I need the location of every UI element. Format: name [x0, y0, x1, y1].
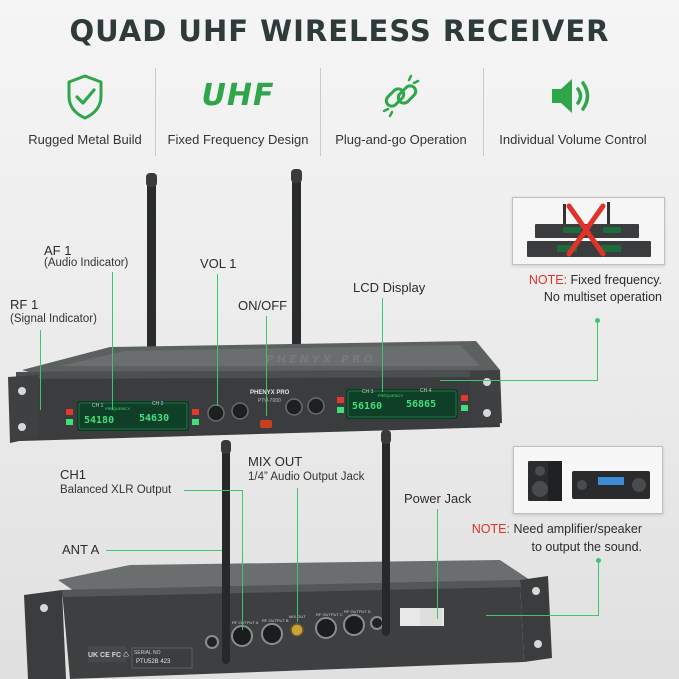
- serial-label: SERIAL NO: [134, 650, 161, 656]
- inset-multiset-crossed: [512, 197, 665, 265]
- lcd-frequency: 56865: [406, 399, 437, 410]
- callout-rf1: RF 1: [10, 297, 39, 312]
- svg-text:PHENYX PRO: PHENYX PRO: [265, 353, 377, 366]
- back-port-label: RF OUTPUT D: [344, 609, 371, 614]
- front-note-line2: No multiset operation: [543, 290, 662, 304]
- feature-rugged-metal-build: Rugged Metal Build: [18, 70, 152, 160]
- callout-line: [597, 320, 598, 380]
- chain-link-icon: [379, 74, 423, 123]
- callout-power-jack: Power Jack: [404, 491, 472, 506]
- callout-line: [266, 316, 267, 416]
- inset-amplifier-speaker: [513, 446, 663, 514]
- ch-label: CH 3: [362, 389, 374, 395]
- callout-dot: [595, 318, 600, 323]
- receiver-back-illustration: [24, 430, 552, 679]
- feature-label: Fixed Frequency Design: [167, 132, 309, 147]
- callout-line: [40, 330, 41, 410]
- shield-check-icon: [65, 74, 105, 125]
- device-model: PTU-7000: [258, 398, 281, 404]
- callout-af1: AF 1: [44, 243, 72, 258]
- serial-value: PTU52B 423: [136, 659, 171, 665]
- callout-line: [184, 490, 242, 491]
- note-text: Need amplifier/speaker: [509, 522, 642, 536]
- callout-line: [112, 272, 113, 410]
- lcd-frequency: 56160: [352, 401, 383, 412]
- cert-marks: UK CE FC ♺: [88, 652, 130, 659]
- divider: [155, 68, 156, 156]
- divider: [483, 68, 484, 156]
- lcd-caption: FREQUENCY: [378, 393, 404, 398]
- callout-mix-out: MIX OUT: [248, 454, 303, 469]
- callout-line: [440, 380, 598, 381]
- callout-ch1: CH1: [60, 467, 87, 482]
- lcd-frequency: 54180: [84, 415, 115, 426]
- callout-ch1-sub: Balanced XLR Output: [60, 484, 172, 496]
- feature-label: Rugged Metal Build: [28, 132, 142, 147]
- receiver-front-illustration: PHENYX PRO: [8, 169, 502, 443]
- ch-label: CH 1: [92, 403, 104, 409]
- lcd-frequency: 54630: [139, 413, 170, 424]
- callout-on-off: ON/OFF: [238, 298, 288, 313]
- page-title: QUAD UHF WIRELESS RECEIVER: [69, 14, 610, 48]
- back-port-label: RF OUTPUT B: [262, 618, 289, 623]
- callout-mix-out-sub: 1/4” Audio Output Jack: [248, 471, 365, 483]
- callout-line: [106, 550, 222, 551]
- callout-ant-a: ANT A: [62, 542, 100, 557]
- callout-rf1-sub: (Signal Indicator): [10, 313, 97, 325]
- feature-fixed-frequency: UHF Fixed Frequency Design: [160, 70, 316, 160]
- front-note: NOTE: Fixed frequency.: [512, 273, 662, 287]
- callout-line: [486, 615, 599, 616]
- back-note: NOTE: Need amplifier/speaker: [470, 522, 642, 536]
- uhf-text-icon: UHF: [201, 78, 275, 113]
- note-prefix: NOTE:: [528, 273, 568, 287]
- callout-af1-sub: (Audio Indicator): [44, 257, 129, 269]
- callout-line: [598, 560, 599, 615]
- back-port-label: RF OUTPUT A: [232, 620, 259, 625]
- divider: [320, 68, 321, 156]
- callout-lcd-display: LCD Display: [353, 280, 426, 295]
- feature-plug-and-go: Plug-and-go Operation: [325, 70, 477, 160]
- feature-volume-control: Individual Volume Control: [488, 70, 658, 160]
- back-note-line2: to output the sound.: [531, 540, 642, 554]
- feature-label: Plug-and-go Operation: [335, 132, 467, 147]
- device-brand: PHENYX PRO: [250, 390, 290, 396]
- lcd-caption: FREQUENCY: [105, 406, 131, 411]
- speaker-volume-icon: [548, 74, 598, 123]
- callout-dot: [596, 558, 601, 563]
- note-text: Fixed frequency.: [567, 273, 662, 287]
- callout-vol1: VOL 1: [200, 256, 237, 271]
- ch-label: CH 2: [152, 401, 164, 407]
- back-port-label: RF OUTPUT C: [316, 612, 343, 617]
- callout-line: [242, 490, 243, 630]
- callout-line: [437, 509, 438, 619]
- ch-label: CH 4: [420, 388, 432, 394]
- callout-line: [382, 298, 383, 392]
- callout-line: [217, 274, 218, 406]
- callout-line: [297, 488, 298, 622]
- feature-label: Individual Volume Control: [499, 132, 647, 147]
- note-prefix: NOTE:: [471, 522, 510, 536]
